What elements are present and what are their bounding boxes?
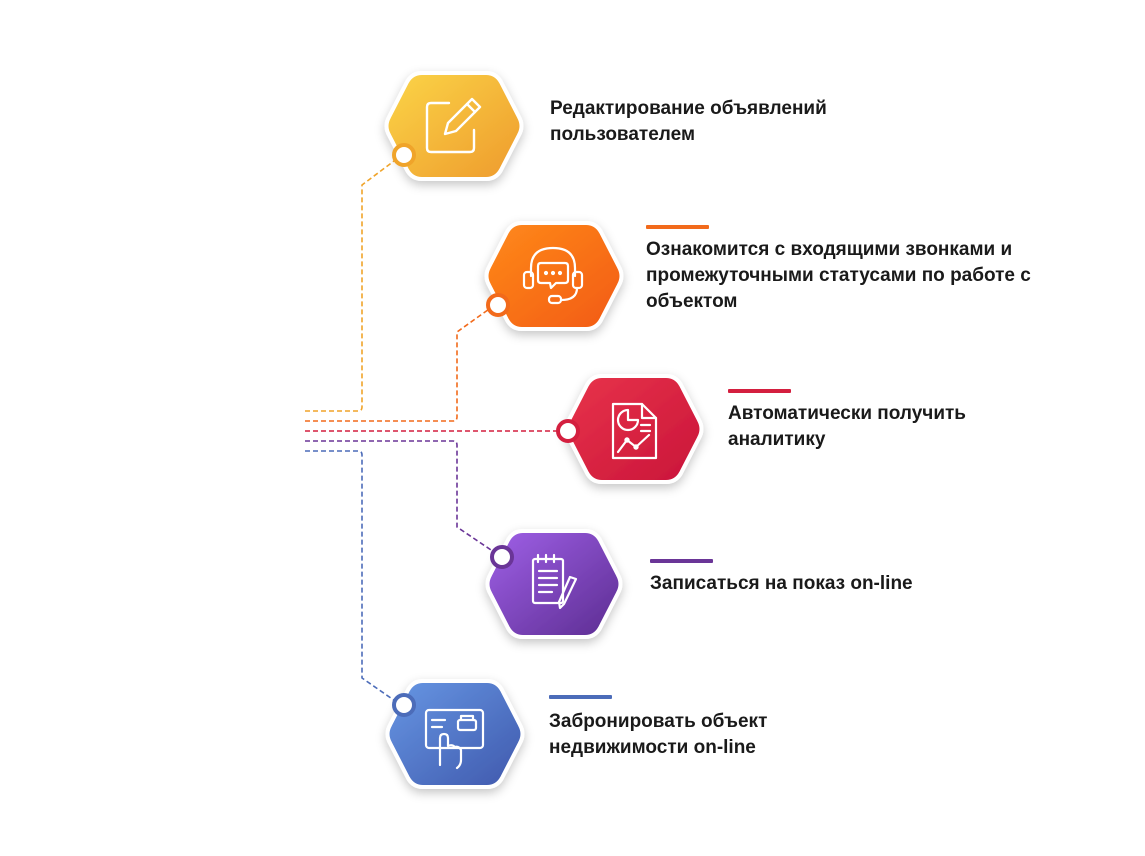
label-online-booking: Забронировать объект недвижимости on-lin… bbox=[549, 711, 768, 758]
connector-node-1 bbox=[392, 143, 416, 167]
connector-node-3 bbox=[556, 419, 580, 443]
connector-lines bbox=[305, 157, 560, 704]
label-analytics: Автоматически получить аналитику bbox=[728, 403, 966, 450]
connector-line-5 bbox=[305, 450, 399, 704]
label-incoming-calls: Ознакомится с входящими звонками и проме… bbox=[646, 239, 1031, 312]
label-online-viewing: Записаться на показ on-line bbox=[650, 573, 913, 594]
label-edit-listings: Редактирование объявлений пользователем bbox=[550, 98, 827, 145]
connector-node-2 bbox=[486, 293, 510, 317]
accent-bar-3 bbox=[728, 389, 791, 393]
notepad-pen-icon bbox=[531, 553, 578, 610]
hexagon-touch-screen bbox=[385, 679, 525, 789]
connector-line-4 bbox=[305, 440, 495, 553]
hexagon-headset bbox=[484, 221, 624, 331]
headset-icon bbox=[522, 246, 584, 305]
hexagon-report bbox=[556, 374, 704, 484]
accent-bar-2 bbox=[646, 225, 709, 229]
connector-node-4 bbox=[490, 545, 514, 569]
hexagon-edit bbox=[384, 71, 524, 181]
touch-screen-icon bbox=[424, 708, 485, 770]
accent-bar-4 bbox=[650, 559, 713, 563]
connector-line-2 bbox=[305, 306, 493, 422]
edit-icon bbox=[425, 97, 482, 154]
connector-line-1 bbox=[305, 157, 399, 412]
connector-node-5 bbox=[392, 693, 416, 717]
hexagon-notepad bbox=[485, 529, 623, 639]
report-chart-icon bbox=[611, 402, 658, 460]
accent-bar-5 bbox=[549, 695, 612, 699]
